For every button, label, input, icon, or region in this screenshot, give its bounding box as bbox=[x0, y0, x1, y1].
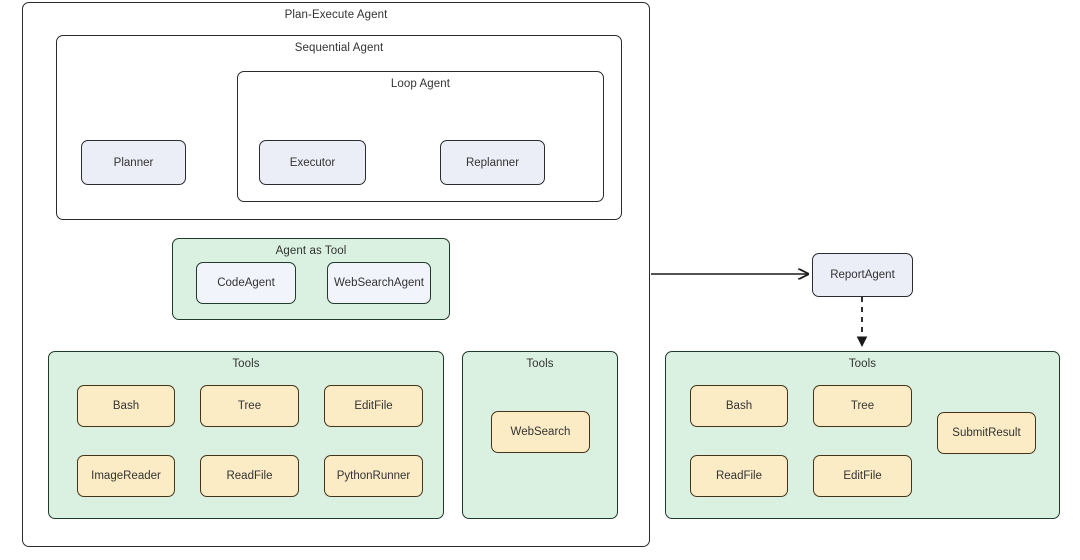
tool-tree-report[interactable]: Tree bbox=[813, 385, 912, 427]
node-executor[interactable]: Executor bbox=[259, 140, 366, 185]
node-websearch-agent[interactable]: WebSearchAgent bbox=[327, 262, 431, 304]
tool-editfile-code[interactable]: EditFile bbox=[324, 385, 423, 427]
node-planner[interactable]: Planner bbox=[81, 140, 186, 185]
tool-submitresult-report[interactable]: SubmitResult bbox=[937, 412, 1036, 454]
tool-tree-code[interactable]: Tree bbox=[200, 385, 299, 427]
group-agent-as-tool-title: Agent as Tool bbox=[275, 245, 347, 257]
tool-websearch[interactable]: WebSearch bbox=[491, 411, 590, 453]
tool-readfile-code[interactable]: ReadFile bbox=[200, 455, 299, 497]
group-sequential-agent-title: Sequential Agent bbox=[294, 42, 384, 54]
group-tools-report-title: Tools bbox=[848, 358, 877, 370]
tool-imagereader-code[interactable]: ImageReader bbox=[77, 455, 175, 497]
node-code-agent[interactable]: CodeAgent bbox=[196, 262, 296, 304]
group-plan-execute-agent-title: Plan-Execute Agent bbox=[284, 9, 388, 21]
tool-readfile-report[interactable]: ReadFile bbox=[690, 455, 788, 497]
tool-editfile-report[interactable]: EditFile bbox=[813, 455, 912, 497]
tool-bash-code[interactable]: Bash bbox=[77, 385, 175, 427]
group-loop-agent-title: Loop Agent bbox=[390, 78, 451, 90]
node-replanner[interactable]: Replanner bbox=[440, 140, 545, 185]
group-tools-code-title: Tools bbox=[232, 358, 260, 370]
tool-bash-report[interactable]: Bash bbox=[690, 385, 788, 427]
group-tools-websearch-title: Tools bbox=[526, 358, 554, 370]
node-report-agent[interactable]: ReportAgent bbox=[812, 253, 913, 297]
tool-pythonrunner-code[interactable]: PythonRunner bbox=[324, 455, 423, 497]
